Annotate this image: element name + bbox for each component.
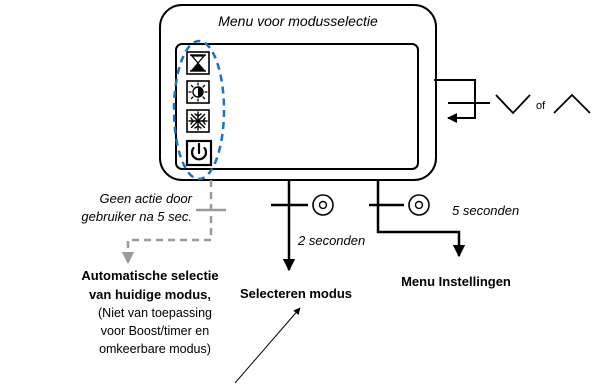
select-mode-label: Selecteren modus bbox=[240, 286, 352, 301]
auto-selection-title-line2: van huidige modus, bbox=[89, 287, 211, 302]
timeout-text-line1: Geen actie door bbox=[99, 191, 192, 206]
mode-selection-highlight bbox=[172, 39, 226, 181]
chevron-down-icon[interactable] bbox=[495, 94, 531, 115]
settings-menu-label: Menu Instellingen bbox=[401, 274, 511, 289]
snowflake-icon[interactable] bbox=[186, 109, 210, 133]
pointer-arrow bbox=[234, 307, 301, 384]
nav-or-label: of bbox=[536, 100, 546, 112]
nav-connector bbox=[434, 79, 490, 123]
auto-selection-note-line1: (Niet van toepassing bbox=[98, 306, 212, 320]
timeout-path bbox=[121, 180, 226, 265]
button-press-icon[interactable] bbox=[312, 194, 334, 216]
hourglass-icon[interactable] bbox=[186, 51, 210, 75]
auto-selection-note-line3: omkeerbare modus) bbox=[99, 342, 211, 356]
device-screen bbox=[175, 43, 419, 170]
short-press-path bbox=[271, 180, 308, 272]
button-press-icon[interactable] bbox=[408, 194, 430, 216]
auto-selection-title-line1: Automatische selectie bbox=[81, 268, 218, 283]
sun-moon-icon[interactable] bbox=[186, 80, 210, 104]
power-icon[interactable] bbox=[185, 139, 213, 167]
long-press-path bbox=[369, 180, 466, 258]
timeout-text-line2: gebruiker na 5 sec. bbox=[81, 209, 192, 224]
menu-title: Menu voor modusselectie bbox=[218, 13, 378, 29]
auto-selection-note-line2: voor Boost/timer en bbox=[101, 324, 209, 338]
long-press-duration: 5 seconden bbox=[452, 203, 519, 218]
chevron-up-icon[interactable] bbox=[553, 93, 591, 114]
mode-icon-column bbox=[185, 51, 213, 167]
short-press-duration: 2 seconden bbox=[297, 233, 365, 248]
